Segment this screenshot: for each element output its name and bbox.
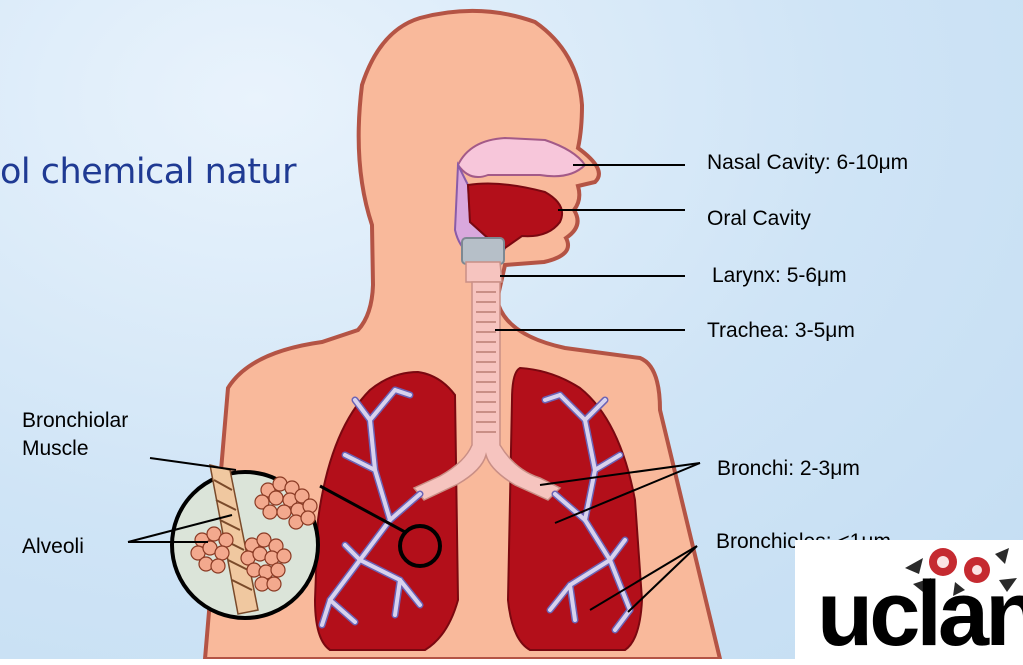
label-larynx: Larynx: 5-6μm	[712, 264, 847, 288]
label-alveoli: Alveoli	[22, 535, 84, 559]
label-bronchiolar-muscle-line1: Bronchiolar	[22, 409, 128, 433]
logo-text: uclan	[817, 568, 1023, 660]
label-nasal-cavity: Nasal Cavity: 6-10μm	[707, 151, 908, 175]
label-bronchi: Bronchi: 2-3μm	[717, 457, 860, 481]
label-bronchiolar-muscle-line2: Muscle	[22, 437, 89, 461]
label-trachea: Trachea: 3-5μm	[707, 319, 855, 343]
uclan-logo: uclan	[795, 540, 1023, 659]
tracheal-rings	[476, 292, 496, 432]
label-oral-cavity: Oral Cavity	[707, 207, 811, 231]
larynx-ring	[466, 262, 502, 282]
larynx	[462, 238, 504, 264]
